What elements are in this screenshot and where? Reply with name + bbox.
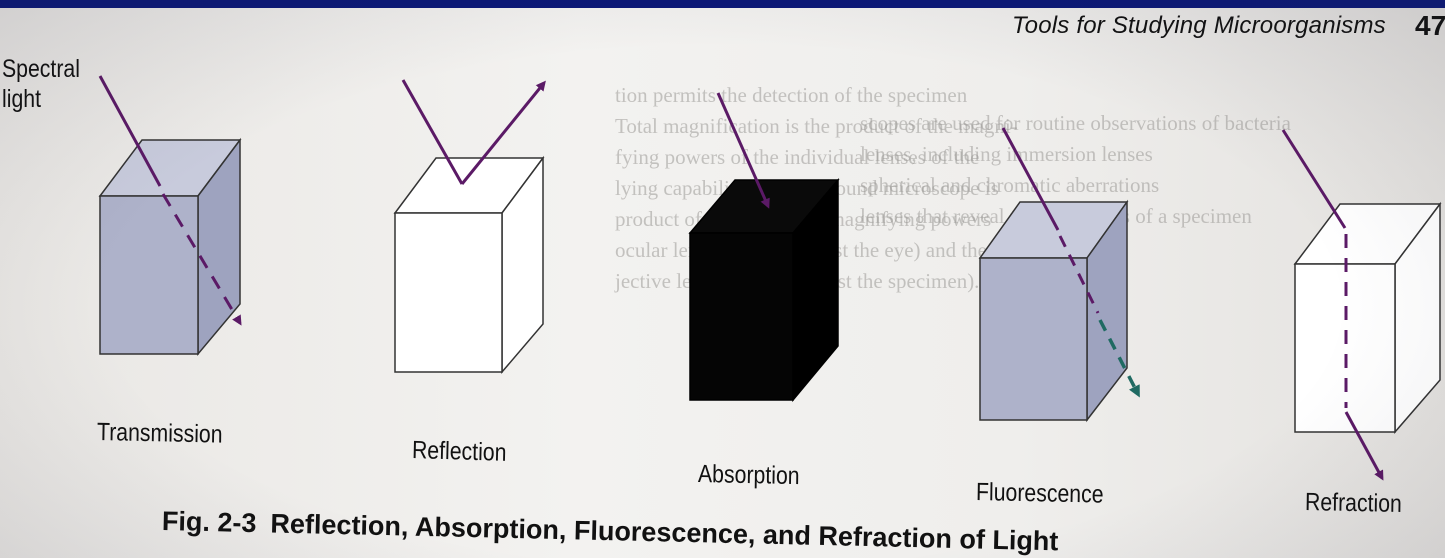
- incident-ray: [98, 75, 162, 187]
- refraction-cube: [1293, 201, 1442, 435]
- exit-ray: [1344, 411, 1384, 481]
- transmission-cube: [98, 137, 242, 357]
- absorption-panel: [688, 92, 840, 403]
- incident-ray: [716, 92, 770, 209]
- incident-ray: [1001, 127, 1060, 231]
- bleed-line: Total magnification is the product of th…: [615, 114, 1018, 138]
- fluorescence-label: Fluorescence: [975, 478, 1104, 509]
- transmitted-ray: [161, 193, 242, 326]
- absorption-label: Absorption: [697, 460, 800, 491]
- reflection-label: Reflection: [411, 436, 507, 467]
- bleed-line: tion permits the detection of the specim…: [615, 83, 968, 107]
- transmission-panel: [98, 75, 242, 357]
- running-head: Tools for Studying Microorganisms: [1012, 12, 1386, 39]
- fluorescence-panel: [978, 127, 1140, 423]
- incident-ray: [1281, 129, 1347, 229]
- refraction-panel: [1281, 129, 1442, 481]
- reflection-panel: [393, 79, 546, 375]
- bleed-line: scopes are used for routine observations…: [860, 111, 1291, 135]
- reflected-ray: [460, 80, 546, 185]
- figure-number: Fig. 2-3: [161, 506, 257, 539]
- reflection-cube: [393, 155, 545, 375]
- bleed-column-right: scopes are used for routine observations…: [860, 108, 1291, 232]
- bleed-line: lenses, including immersion lenses: [860, 142, 1153, 166]
- fluorescence-cube: [978, 199, 1129, 423]
- refraction-label: Refraction: [1304, 488, 1403, 518]
- top-border: [0, 0, 1445, 8]
- page-number: 47: [1415, 10, 1445, 41]
- absorption-cube: [688, 177, 840, 403]
- fluorescent-ray: [1098, 319, 1140, 398]
- light-interaction-diagram: [98, 75, 1442, 481]
- internal-ray: [1058, 235, 1100, 314]
- bleed-line: spherical and chromatic aberrations: [860, 173, 1160, 197]
- transmission-label: Transmission: [96, 418, 223, 449]
- book-page: tion permits the detection of the specim…: [0, 8, 1445, 558]
- incident-ray: [401, 79, 464, 185]
- bleed-line: fying powers of the individual lenses of…: [615, 145, 980, 169]
- spectral-light-label: Spectral light: [2, 55, 80, 113]
